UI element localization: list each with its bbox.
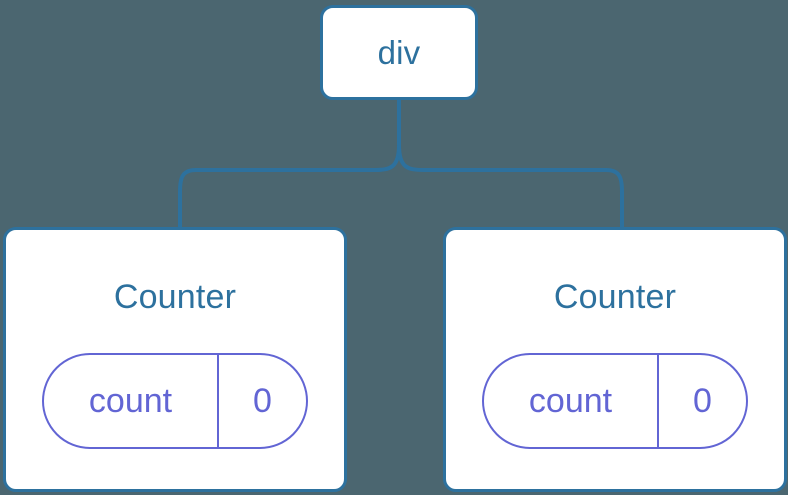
state-pill-right-value: 0 bbox=[693, 382, 712, 420]
state-pill-right[interactable]: count 0 bbox=[482, 353, 748, 449]
connector-branch-left bbox=[178, 144, 401, 227]
node-counter-right-title: Counter bbox=[553, 278, 677, 316]
state-pill-left[interactable]: count 0 bbox=[42, 353, 308, 449]
node-counter-left-title: Counter bbox=[113, 278, 237, 316]
state-pill-left-key: count bbox=[44, 355, 219, 447]
node-counter-right[interactable]: Counter count 0 bbox=[443, 227, 787, 492]
node-root-div[interactable]: div bbox=[320, 5, 478, 100]
state-pill-left-value: 0 bbox=[253, 382, 272, 420]
state-pill-right-key: count bbox=[484, 355, 659, 447]
connector-branch-right bbox=[397, 144, 624, 227]
node-root-label: div bbox=[377, 34, 421, 71]
node-counter-left[interactable]: Counter count 0 bbox=[3, 227, 347, 492]
